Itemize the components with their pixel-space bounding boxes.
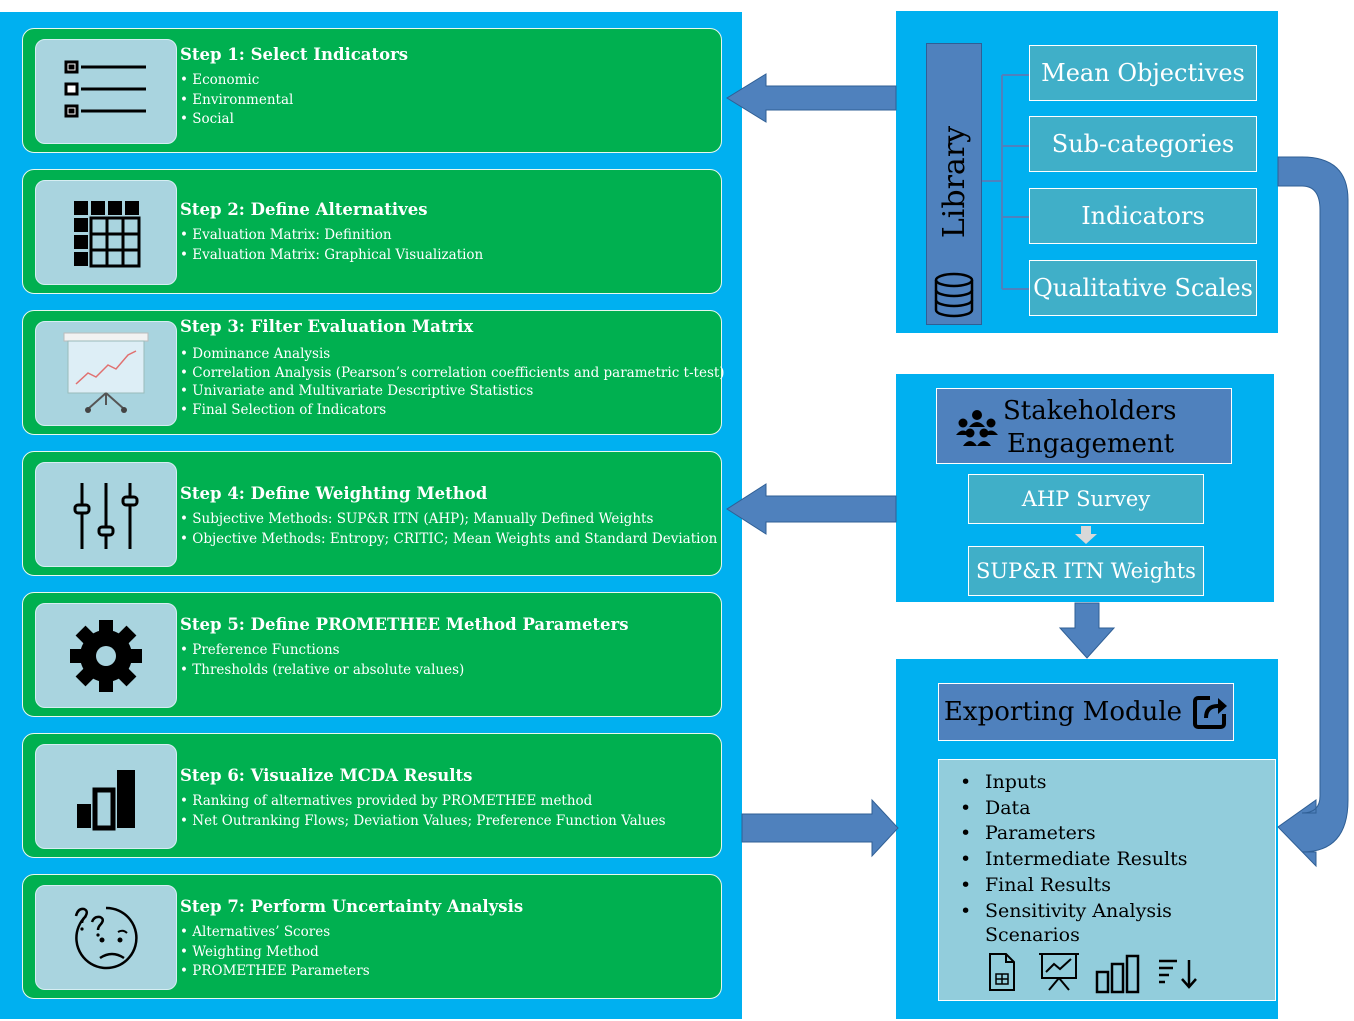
exporting-module-panel: Exporting Module Inputs Data Parameters … [896,659,1278,1019]
table-grid-icon [35,180,177,285]
database-icon [934,272,974,318]
export-items-list: Inputs Data Parameters Intermediate Resu… [938,759,1276,1001]
bar-chart-icon [35,744,177,849]
bar-chart-icon [1095,954,1140,994]
step-item: Univariate and Multivariate Descriptive … [180,382,715,401]
step-2-card: Step 2: Define Alternatives Evaluation M… [22,169,722,294]
arrow-library-to-step1 [726,73,897,123]
step-title: Step 5: Define PROMETHEE Method Paramete… [180,615,629,634]
arrow-library-to-export [1277,156,1349,868]
library-label-rotated: Library [926,107,982,257]
step-1-card: Step 1: Select Indicators Economic Envir… [22,28,722,153]
arrow-down-icon [1075,526,1097,544]
confused-face-icon [35,885,177,990]
library-item-sub-categories: Sub-categories [1029,116,1257,172]
step-item: Social [180,110,715,130]
step-title: Step 4: Define Weighting Method [180,484,488,503]
supr-itn-weights-box: SUP&R ITN Weights [968,546,1204,596]
workflow-panel: Step 1: Select Indicators Economic Envir… [0,12,742,1019]
arrow-stakeholders-to-step4 [726,483,897,535]
step-6-card: Step 6: Visualize MCDA Results Ranking o… [22,733,722,858]
step-item: Correlation Analysis (Pearson’s correlat… [180,364,724,383]
step-title: Step 6: Visualize MCDA Results [180,766,473,785]
export-item: Inputs [960,770,1275,796]
gear-icon [35,603,177,708]
ahp-survey-box: AHP Survey [968,474,1204,524]
spreadsheet-file-icon [989,953,1015,991]
step-item: Economic [180,71,715,91]
step-title: Step 3: Filter Evaluation Matrix [180,317,474,336]
step-item: Evaluation Matrix: Definition [180,226,715,246]
library-item-qualitative-scales: Qualitative Scales [1029,260,1257,316]
step-item: Objective Methods: Entropy; CRITIC; Mean… [180,530,717,550]
stakeholders-panel: Stakeholders Engagement AHP Survey SUP&R… [896,374,1274,602]
export-item: Parameters [960,821,1275,847]
library-connector [982,74,1030,290]
export-item: Intermediate Results [960,847,1275,873]
step-item: Preference Functions [180,641,715,661]
checklist-icon [35,39,177,144]
library-label-text: Library [936,125,972,239]
library-bar: Library [926,43,982,325]
stakeholders-engagement-box: Stakeholders Engagement [936,388,1232,464]
step-7-card: Step 7: Perform Uncertainty Analysis Alt… [22,874,722,999]
export-item: Final Results [960,873,1275,899]
arrow-stakeholders-to-export [1058,602,1116,659]
step-title: Step 7: Perform Uncertainty Analysis [180,897,524,916]
exporting-module-title-box: Exporting Module [938,683,1234,741]
step-item: Evaluation Matrix: Graphical Visualizati… [180,246,715,266]
share-export-icon [1193,696,1228,729]
step-item: Thresholds (relative or absolute values) [180,661,715,681]
sliders-icon [35,462,177,567]
export-item-continuation: Scenarios [985,924,1080,946]
library-item-mean-objectives: Mean Objectives [1029,45,1257,101]
step-item: Environmental [180,91,715,111]
library-item-indicators: Indicators [1029,188,1257,244]
export-item: Data [960,796,1275,822]
step-item: Net Outranking Flows; Deviation Values; … [180,812,715,832]
step-item: Ranking of alternatives provided by PROM… [180,792,715,812]
step-4-card: Step 4: Define Weighting Method Subjecti… [22,451,722,576]
step-item: Final Selection of Indicators [180,401,715,420]
people-group-icon [956,410,998,446]
step-item: Alternatives’ Scores [180,923,715,943]
stakeholders-title-line1: Stakeholders [1003,396,1177,426]
stakeholders-title-line2: Engagement [1007,429,1175,459]
library-panel: Library Mean Objectives Sub-categories I… [896,11,1278,333]
step-5-card: Step 5: Define PROMETHEE Method Paramete… [22,592,722,717]
step-3-card: Step 3: Filter Evaluation Matrix Dominan… [22,310,725,435]
exporting-module-title: Exporting Module [943,697,1183,727]
sort-descending-icon [1159,959,1197,989]
step-item: Subjective Methods: SUP&R ITN (AHP); Man… [180,510,715,530]
arrow-step6-to-export [741,798,899,858]
step-title: Step 2: Define Alternatives [180,200,428,219]
presentation-chart-icon [1039,953,1079,991]
export-item: Sensitivity Analysis [960,899,1275,925]
step-title: Step 1: Select Indicators [180,45,409,64]
step-item: PROMETHEE Parameters [180,962,715,982]
presentation-chart-icon [35,321,177,426]
step-item: Weighting Method [180,943,715,963]
step-item: Dominance Analysis [180,345,715,364]
